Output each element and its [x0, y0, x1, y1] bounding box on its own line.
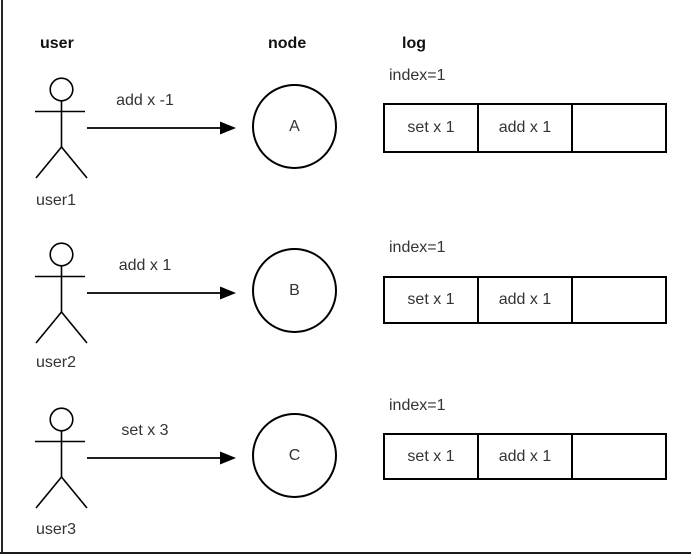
node-label: B	[289, 281, 300, 299]
log-cell	[573, 435, 665, 478]
node-circle-c: C	[252, 413, 337, 498]
log-cell	[573, 278, 665, 322]
log-table-node-c: set x 1 add x 1	[383, 433, 667, 480]
canvas-left-border	[1, 0, 3, 554]
log-cell	[573, 105, 665, 151]
log-cell: set x 1	[385, 105, 479, 151]
log-index-label: index=1	[389, 397, 446, 414]
column-header-user: user	[40, 35, 74, 52]
log-cell: add x 1	[479, 105, 573, 151]
stick-figure-user3-icon	[35, 407, 88, 509]
stick-figure-user2-icon	[35, 242, 88, 344]
node-label: C	[288, 446, 301, 464]
log-index-label: index=1	[389, 239, 446, 256]
column-header-node: node	[268, 35, 307, 52]
log-cell: set x 1	[385, 278, 479, 322]
column-header-log: log	[402, 35, 426, 52]
stick-figure-user1-icon	[35, 77, 88, 179]
log-cell: add x 1	[479, 278, 573, 322]
user-name-label: user1	[36, 192, 77, 209]
user-name-label: user3	[36, 521, 77, 538]
user-name-label: user2	[36, 354, 77, 371]
node-circle-a: A	[252, 84, 337, 169]
log-table-node-a: set x 1 add x 1	[383, 103, 667, 153]
canvas-bottom-border	[0, 552, 691, 554]
log-index-label: index=1	[389, 67, 446, 84]
arrow-user3-to-node-c-icon	[87, 451, 236, 465]
arrow-user1-to-node-a-icon	[87, 121, 236, 135]
command-label: add x 1	[118, 257, 172, 274]
log-table-node-b: set x 1 add x 1	[383, 276, 667, 324]
command-label: add x -1	[116, 92, 174, 109]
log-cell: add x 1	[479, 435, 573, 478]
node-circle-b: B	[252, 248, 337, 333]
log-cell: set x 1	[385, 435, 479, 478]
node-label: A	[289, 117, 300, 135]
arrow-user2-to-node-b-icon	[87, 286, 236, 300]
command-label: set x 3	[121, 422, 169, 439]
